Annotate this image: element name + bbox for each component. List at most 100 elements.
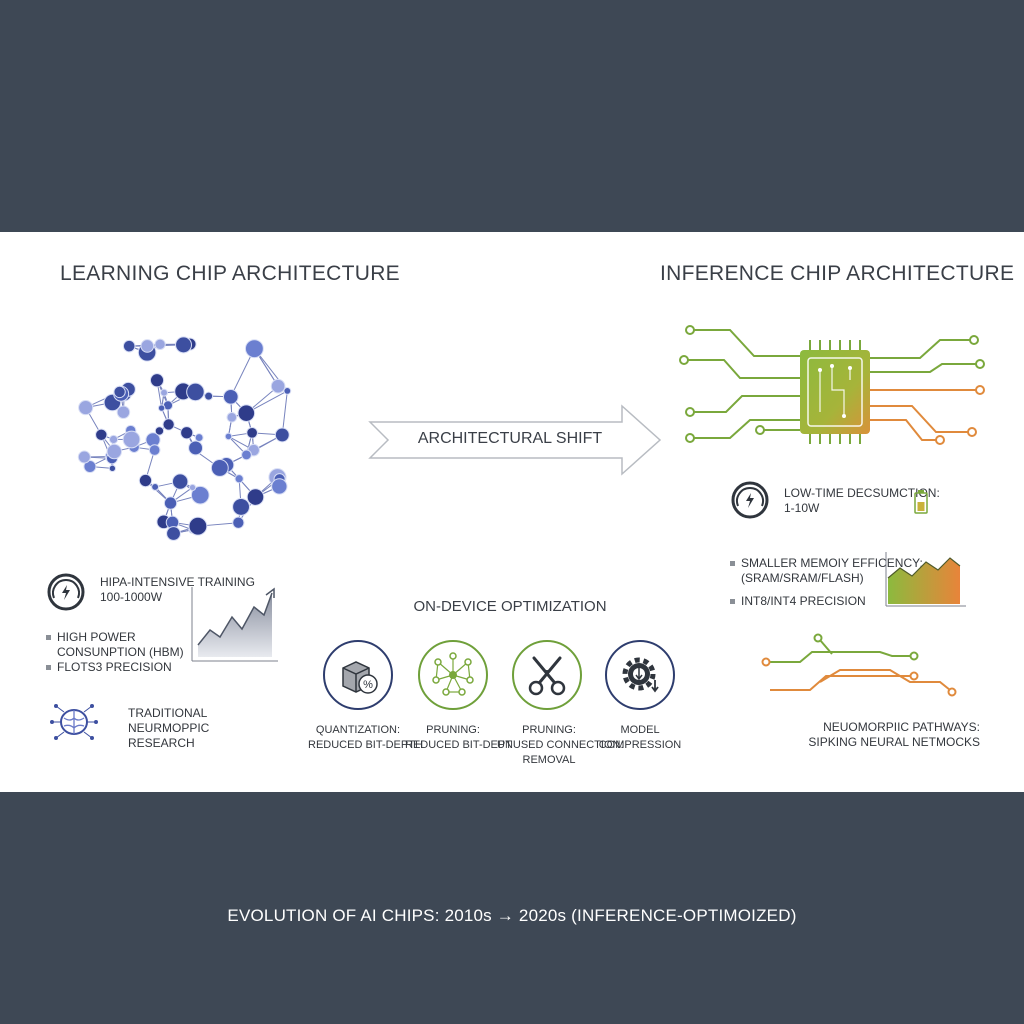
bullet-icon — [46, 665, 51, 671]
network-node — [180, 426, 194, 440]
network-node — [194, 433, 204, 443]
technique-desc-2: REMOVAL — [522, 754, 576, 766]
scissors-icon — [528, 656, 566, 696]
memory-sub: (SRAM/SRAM/FLASH) — [741, 571, 864, 585]
learning-chip-title: LEARNING CHIP ARCHITECTURE — [60, 262, 400, 285]
neuromorphic-pathways-text: NEUOMORPIIC PATHWAYS: SIPKING NEURAL NET… — [800, 720, 980, 750]
network-node — [246, 488, 265, 506]
network-node — [157, 404, 166, 412]
network-node — [186, 382, 205, 402]
network-node — [270, 378, 286, 394]
training-label: HIPA-INTENSIVE TRAINING — [100, 575, 255, 589]
network-node — [122, 339, 136, 353]
neuro-line-1: TRADITIONAL — [128, 706, 208, 720]
pathways-line-1: NEUOMORPIIC PATHWAYS: — [823, 720, 980, 734]
battery-icon — [914, 490, 928, 514]
network-node — [95, 428, 108, 442]
technique-quantization: QUANTIZATION: REDUCED BIT-DEPTH — [308, 723, 423, 753]
network-node-icon — [432, 652, 474, 696]
network-node — [271, 478, 288, 495]
network-node — [140, 339, 155, 353]
technique-desc: REDUCED BIT-DEPTH — [308, 739, 423, 751]
neuromorphic-pathways-graphic — [761, 633, 957, 697]
network-node — [163, 496, 178, 510]
network-node — [106, 443, 123, 460]
technique-name: QUANTIZATION: — [315, 724, 401, 736]
power-sub: CONSUNPTION (HBM) — [57, 645, 184, 659]
power-range: 1-10W — [784, 501, 820, 515]
technique-pruning-2: PRUNING: UNUSED CONNECTION: REMOVAL — [497, 723, 624, 768]
chip-icon — [679, 325, 985, 445]
bullet-icon — [46, 635, 51, 641]
network-node — [160, 388, 169, 397]
network-node — [188, 483, 197, 492]
network-node — [116, 405, 131, 419]
network-node — [224, 432, 233, 441]
left-item-training: HIPA-INTENSIVE TRAINING 100-1000W — [100, 575, 255, 605]
network-node — [122, 430, 141, 449]
inference-chip-title: INFERENCE CHIP ARCHITECTURE — [660, 262, 1015, 285]
content-panel — [0, 232, 1024, 792]
network-node — [188, 516, 208, 536]
network-node — [226, 411, 238, 423]
bullet-icon — [730, 599, 735, 605]
pruning-circle-2 — [512, 640, 582, 710]
network-node — [244, 339, 264, 359]
network-node — [232, 516, 245, 529]
technique-desc: REDUCED BIT-DEPT — [405, 739, 512, 751]
cube-percent-icon: % — [342, 661, 378, 694]
neuro-line-2: NEURMOPPIC — [128, 721, 210, 735]
gear-compression-icon — [622, 657, 659, 693]
footer-caption: EVOLUTION OF AI CHIPS: 2010s → 2020s (IN… — [227, 906, 797, 925]
rising-trend-graphic — [191, 587, 278, 662]
network-node — [234, 474, 244, 484]
optimization-title: ON-DEVICE OPTIMIZATION — [413, 598, 607, 615]
network-node — [108, 434, 119, 445]
technique-desc: UNUSED CONNECTION: — [497, 739, 624, 751]
technique-pruning-1: PRUNING: REDUCED BIT-DEPT — [405, 723, 512, 753]
left-item-power: HIGH POWER CONSUNPTION (HBM) FLOTS3 PREC… — [46, 630, 184, 675]
network-node — [237, 404, 256, 422]
precision-label: INT8/INT4 PRECISION — [741, 594, 866, 608]
network-node — [148, 444, 161, 456]
network-node — [138, 473, 153, 488]
precision-label: FLOTS3 PRECISION — [57, 660, 172, 674]
gauge-icon — [47, 573, 85, 611]
network-node — [204, 391, 214, 401]
pruning-circle-1 — [418, 640, 488, 710]
network-node — [283, 386, 292, 395]
network-node — [113, 385, 126, 399]
network-node — [171, 473, 189, 490]
network-node — [154, 338, 166, 351]
technique-compression: MODEL COMPRESSION — [594, 723, 686, 753]
network-node — [190, 485, 210, 505]
network-node — [151, 482, 160, 491]
network-node — [166, 526, 181, 541]
shift-arrow — [368, 404, 662, 476]
network-node — [149, 373, 165, 388]
network-node — [232, 497, 250, 516]
compression-circle — [605, 640, 675, 710]
neuro-line-3: RESEARCH — [128, 736, 195, 750]
quantization-circle: % — [323, 640, 393, 710]
brain-icon — [50, 704, 98, 740]
technique-name: PRUNING: — [426, 724, 480, 736]
network-node — [274, 427, 290, 443]
network-node — [77, 450, 91, 464]
right-item-memory: SMALLER MEMOIY EFFICENCY: (SRAM/SRAM/FLA… — [730, 556, 923, 609]
network-node — [210, 459, 229, 477]
network-node — [83, 460, 97, 474]
right-item-power: LOW-TIME DECSUMCTION: 1-10W — [784, 486, 940, 516]
technique-name: MODEL — [620, 724, 660, 736]
network-node — [246, 426, 258, 439]
network-node — [241, 449, 252, 461]
network-node — [188, 440, 204, 456]
power-label: HIGH POWER — [57, 630, 136, 644]
network-node — [222, 388, 239, 405]
pathways-line-2: SIPKING NEURAL NETMOCKS — [808, 735, 980, 749]
svg-text:%: % — [363, 679, 373, 691]
network-node — [108, 464, 117, 473]
network-node — [162, 418, 175, 431]
network-node — [154, 426, 165, 436]
shift-label: ARCHITECTURAL SHIFT — [417, 430, 603, 447]
